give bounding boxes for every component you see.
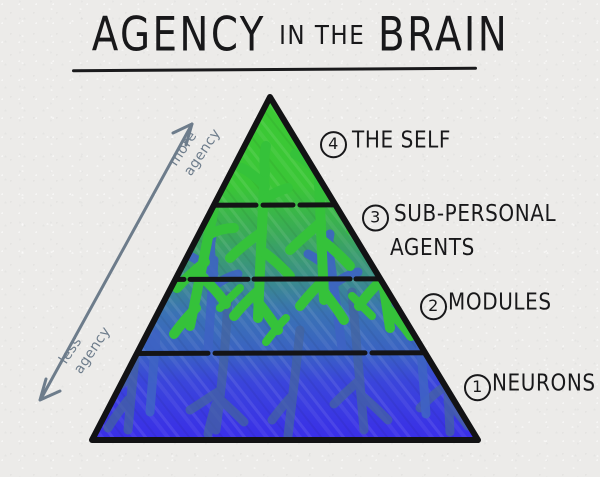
level-text-2: MODULES bbox=[448, 287, 552, 316]
level-text-3-line2: AGENTS bbox=[390, 233, 475, 261]
level-number-3: 3 bbox=[362, 204, 389, 232]
divider-subpersonal-modules bbox=[92, 276, 478, 283]
pyramid-outline bbox=[89, 94, 481, 443]
divider-modules-neurons bbox=[92, 350, 478, 357]
level-text-3: SUB-PERSONAL bbox=[394, 199, 557, 227]
level-text-1: NEURONS bbox=[492, 368, 596, 397]
level-text-4: THE SELF bbox=[352, 125, 452, 154]
agency-arrow-head-up bbox=[171, 122, 194, 147]
level-number-2: 2 bbox=[420, 293, 447, 321]
agency-axis-arrow bbox=[38, 122, 194, 402]
level-number-1: 1 bbox=[464, 374, 491, 402]
agency-arrow-head-down bbox=[38, 377, 62, 402]
level-number-4: 4 bbox=[320, 131, 347, 159]
agency-arrow-shaft bbox=[40, 122, 194, 399]
